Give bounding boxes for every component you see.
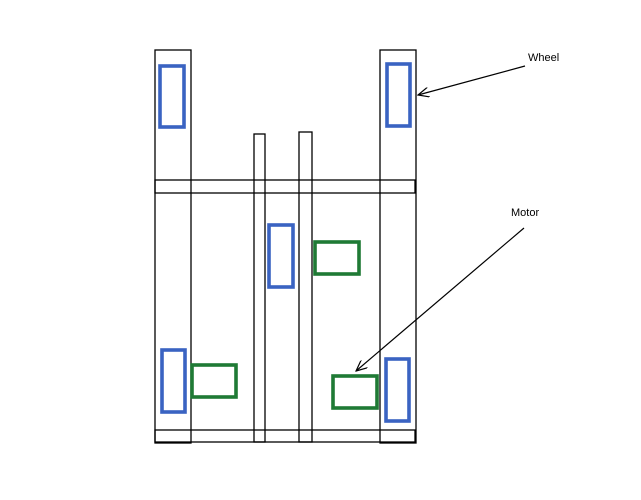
motor-center [313, 240, 361, 276]
motor-label: Motor [511, 207, 539, 219]
top-crossbar [154, 179, 416, 194]
wheel-bottom-left [160, 348, 187, 414]
wheel-top-left [158, 64, 186, 129]
left-rail [154, 49, 192, 444]
bottom-crossbar [154, 429, 416, 443]
wheel-top-right [385, 62, 412, 128]
wheel-bottom-right [384, 357, 411, 423]
motor-pointer-arrow [356, 227, 525, 371]
inner-rail-right [298, 131, 313, 443]
right-rail [379, 49, 417, 444]
wheel-pointer-arrow [418, 65, 526, 95]
wheel-label: Wheel [528, 52, 559, 64]
motor-bottom-right [331, 374, 379, 410]
wheel-center [267, 223, 295, 289]
motor-bottom-left [190, 363, 238, 399]
